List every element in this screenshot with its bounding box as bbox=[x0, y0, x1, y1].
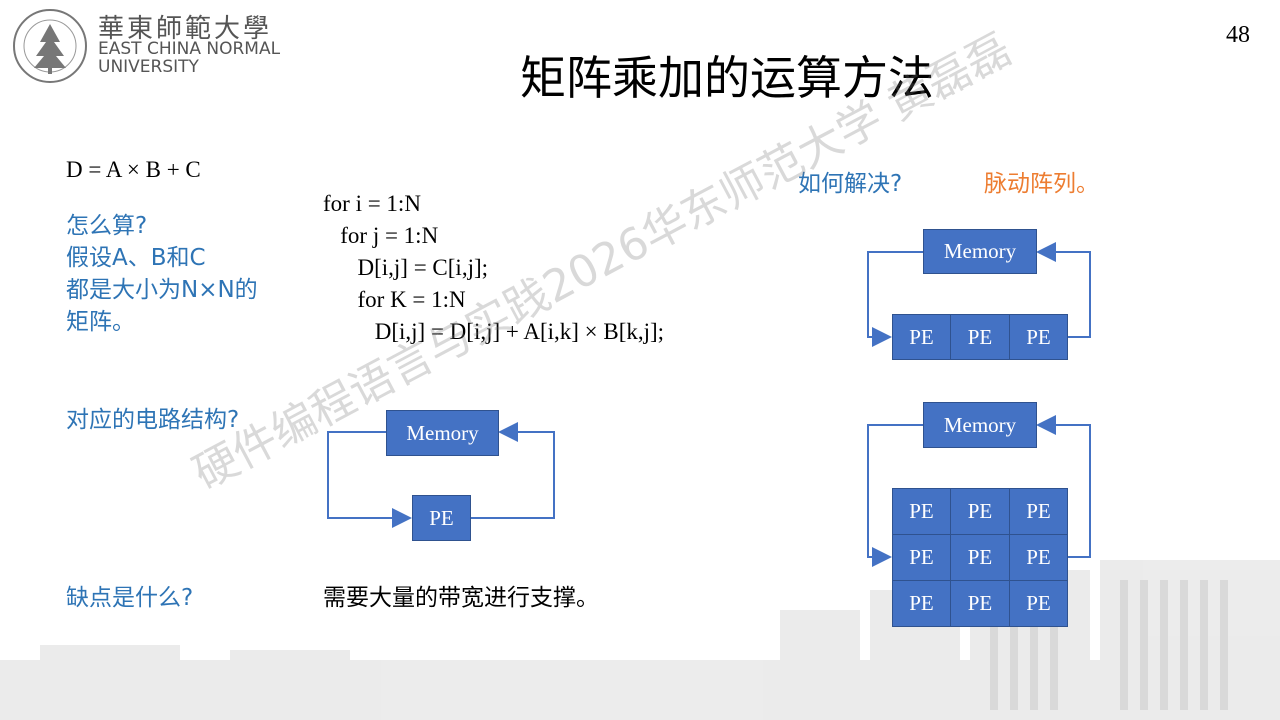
question1-line3: 都是大小为N×N的 bbox=[66, 277, 258, 303]
code-line: D[i,j] = C[i,j]; bbox=[323, 255, 489, 280]
question1-line4: 矩阵。 bbox=[66, 309, 135, 335]
pe-cell: PE bbox=[1009, 534, 1068, 581]
memory-block-1d-array: Memory bbox=[923, 229, 1037, 274]
slide-title: 矩阵乘加的运算方法 bbox=[520, 51, 934, 105]
pe-cell: PE bbox=[1009, 488, 1068, 535]
question-how-to-solve: 如何解决? bbox=[798, 171, 903, 197]
logo-english-name: EAST CHINA NORMAL UNIVERSITY bbox=[98, 40, 280, 76]
pe-cell: PE bbox=[1009, 314, 1068, 360]
logo-chinese-name: 華東師範大學 bbox=[98, 14, 273, 44]
code-line: for K = 1:N bbox=[323, 287, 466, 312]
answer-drawback: 需要大量的带宽进行支撑。 bbox=[323, 585, 599, 611]
logo-english-line2: UNIVERSITY bbox=[98, 57, 199, 77]
question-circuit-structure: 对应的电路结构? bbox=[66, 407, 240, 433]
question1-line1: 怎么算? bbox=[66, 213, 148, 239]
pe-block-center: PE bbox=[412, 495, 471, 541]
memory-block-2d-array: Memory bbox=[923, 402, 1037, 448]
formula: D = A × B + C bbox=[66, 157, 201, 182]
pe-cell: PE bbox=[892, 488, 951, 535]
memory-block-center: Memory bbox=[386, 410, 499, 456]
page-number: 48 bbox=[1226, 22, 1250, 48]
university-seal-logo bbox=[13, 9, 87, 83]
question1-line2: 假设A、B和C bbox=[66, 245, 206, 271]
question-how-to-compute: 怎么算? 假设A、B和C 都是大小为N×N的 矩阵。 bbox=[66, 210, 258, 338]
pe-cell: PE bbox=[1009, 580, 1068, 627]
pe-cell: PE bbox=[892, 534, 951, 581]
pe-cell: PE bbox=[950, 534, 1010, 581]
question-drawback: 缺点是什么? bbox=[66, 585, 194, 611]
pe-cell: PE bbox=[950, 314, 1010, 360]
pe-cell: PE bbox=[950, 580, 1010, 627]
answer-systolic-array: 脉动阵列。 bbox=[984, 171, 1099, 197]
code-line: for j = 1:N bbox=[323, 223, 439, 248]
pe-cell: PE bbox=[892, 314, 951, 360]
campus-skyline-background bbox=[0, 560, 1280, 720]
code-line: D[i,j] = D[i,j] + A[i,k] × B[k,j]; bbox=[323, 319, 665, 344]
pe-cell: PE bbox=[892, 580, 951, 627]
pe-cell: PE bbox=[950, 488, 1010, 535]
pseudo-code: for i = 1:N for j = 1:N D[i,j] = C[i,j];… bbox=[323, 188, 664, 348]
logo-english-line1: EAST CHINA NORMAL bbox=[98, 39, 281, 59]
code-line: for i = 1:N bbox=[323, 191, 421, 216]
